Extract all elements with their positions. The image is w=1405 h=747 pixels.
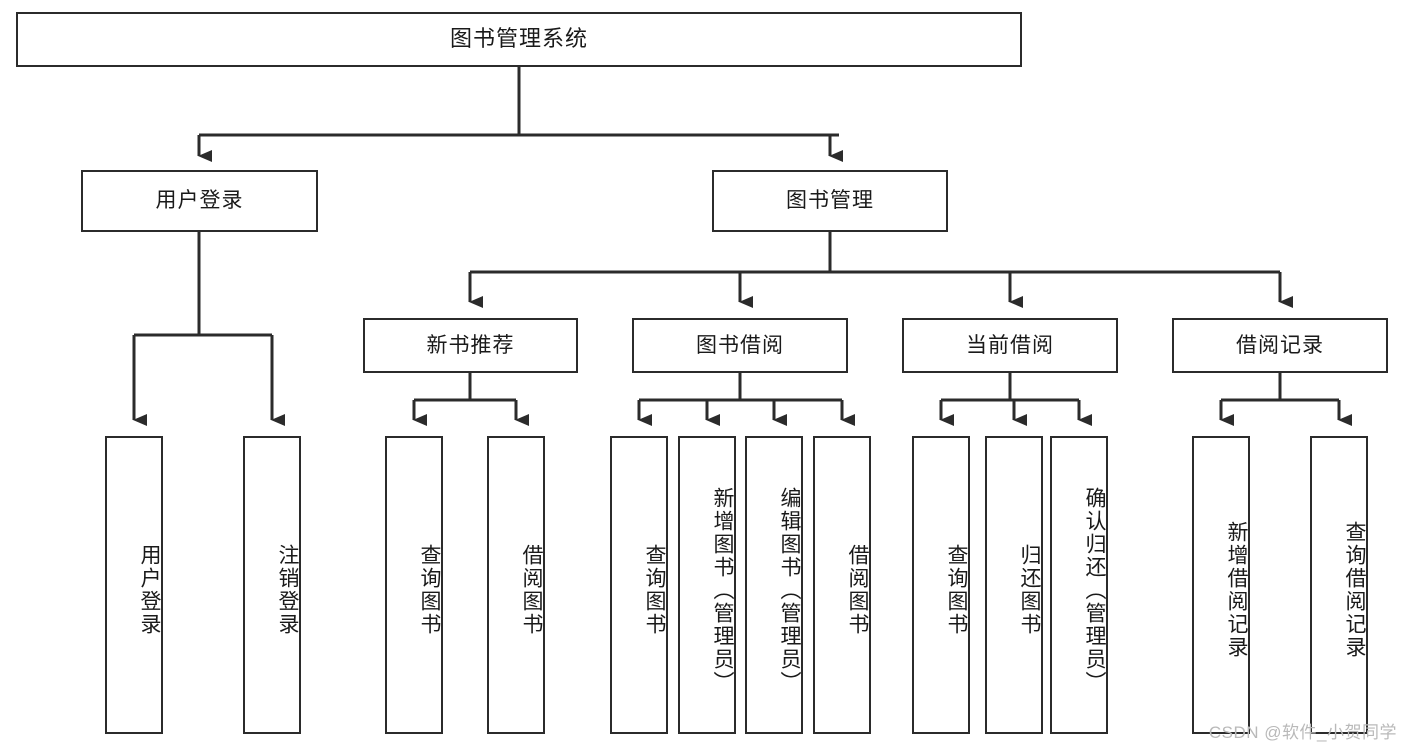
node-book-borrow-label: 图书借阅: [696, 333, 784, 357]
leaf-add-book-label: 新增图书（管理员）: [711, 486, 734, 694]
node-user-login[interactable]: 用户登录: [81, 170, 318, 232]
node-current-borrow-label: 当前借阅: [966, 333, 1054, 357]
leaf-return-book[interactable]: 归还图书: [985, 436, 1043, 734]
leaf-add-record[interactable]: 新增借阅记录: [1192, 436, 1250, 734]
leaf-logout-label: 注销登录: [276, 544, 299, 636]
node-book-borrow[interactable]: 图书借阅: [632, 318, 848, 373]
leaf-confirm-return[interactable]: 确认归还（管理员）: [1050, 436, 1108, 734]
node-current-borrow[interactable]: 当前借阅: [902, 318, 1118, 373]
leaf-query-book-3-label: 查询图书: [945, 544, 968, 636]
leaf-borrow-book-2[interactable]: 借阅图书: [813, 436, 871, 734]
leaf-logout[interactable]: 注销登录: [243, 436, 301, 734]
leaf-add-book[interactable]: 新增图书（管理员）: [678, 436, 736, 734]
node-borrow-record[interactable]: 借阅记录: [1172, 318, 1388, 373]
leaf-confirm-return-label: 确认归还（管理员）: [1083, 486, 1106, 694]
node-root[interactable]: 图书管理系统: [16, 12, 1022, 67]
leaf-query-record[interactable]: 查询借阅记录: [1310, 436, 1368, 734]
leaf-return-book-label: 归还图书: [1018, 544, 1041, 636]
leaf-borrow-book-1[interactable]: 借阅图书: [487, 436, 545, 734]
leaf-borrow-book-1-label: 借阅图书: [520, 544, 543, 636]
leaf-edit-book-label: 编辑图书（管理员）: [778, 486, 801, 694]
node-book-manage-label: 图书管理: [786, 189, 874, 213]
leaf-add-record-label: 新增借阅记录: [1225, 521, 1248, 659]
leaf-query-book-2[interactable]: 查询图书: [610, 436, 668, 734]
node-new-book-rec-label: 新书推荐: [426, 333, 515, 357]
node-borrow-record-label: 借阅记录: [1236, 333, 1324, 357]
watermark-text: CSDN @软件_小贺同学: [1208, 723, 1397, 742]
node-root-label: 图书管理系统: [449, 26, 588, 52]
leaf-edit-book[interactable]: 编辑图书（管理员）: [745, 436, 803, 734]
leaf-query-record-label: 查询借阅记录: [1343, 521, 1366, 659]
leaf-query-book-1[interactable]: 查询图书: [385, 436, 443, 734]
leaf-query-book-1-label: 查询图书: [418, 544, 441, 636]
leaf-borrow-book-2-label: 借阅图书: [846, 544, 869, 636]
node-book-manage[interactable]: 图书管理: [712, 170, 948, 232]
leaf-user-login[interactable]: 用户登录: [105, 436, 163, 734]
leaf-query-book-3[interactable]: 查询图书: [912, 436, 970, 734]
node-new-book-rec[interactable]: 新书推荐: [363, 318, 578, 373]
leaf-query-book-2-label: 查询图书: [643, 544, 666, 636]
node-user-login-label: 用户登录: [155, 189, 244, 213]
leaf-user-login-label: 用户登录: [138, 544, 161, 636]
